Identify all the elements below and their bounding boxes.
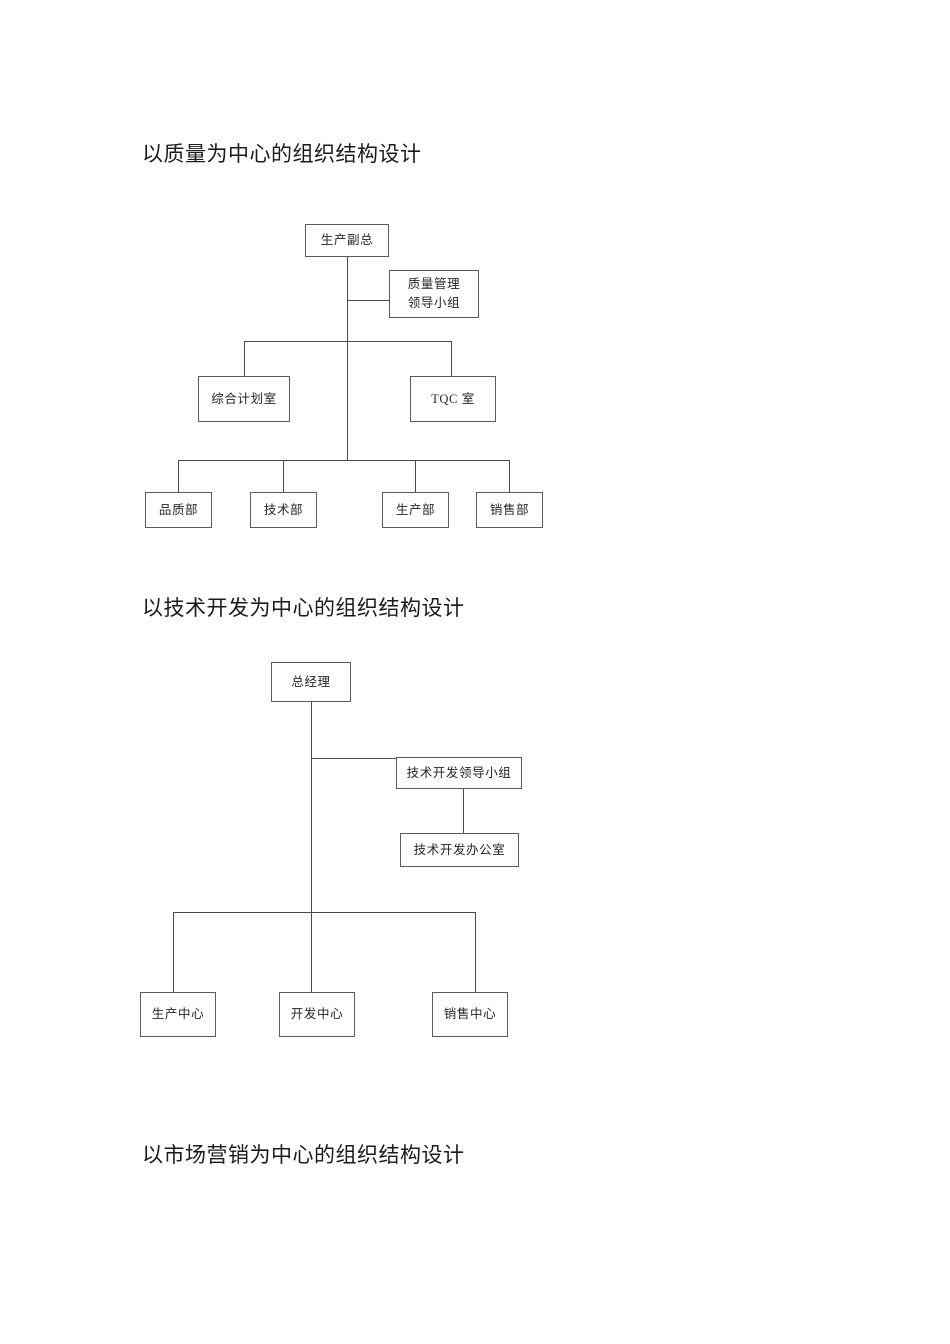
connector-bus-level2 [244, 341, 451, 342]
node-quality-department[interactable]: 品质部 [145, 492, 212, 528]
section-heading-marketing: 以市场营销为中心的组织结构设计 [142, 1144, 465, 1167]
connector-bus-centers [173, 912, 475, 913]
node-production-department[interactable]: 生产部 [382, 492, 449, 528]
connector-drop-development-center [311, 912, 312, 992]
section-heading-tech-development: 以技术开发为中心的组织结构设计 [142, 597, 465, 620]
node-production-center[interactable]: 生产中心 [140, 992, 216, 1037]
connector-drop-quality-dept [178, 460, 179, 492]
node-production-vp[interactable]: 生产副总 [305, 224, 389, 257]
org-chart-quality: 生产副总 质量管理 领导小组 综合计划室 TQC 室 品质部 技术部 生产部 销… [0, 0, 950, 560]
section-heading-quality: 以质量为中心的组织结构设计 [142, 143, 422, 166]
connector-drop-production-dept [415, 460, 416, 492]
connector-trunk-main [347, 257, 348, 460]
org-chart-tech-development: 总经理 技术开发领导小组 技术开发办公室 生产中心 开发中心 销售中心 [140, 662, 522, 1037]
connector-staff-tech-group [311, 758, 396, 759]
connector-bus-departments [178, 460, 509, 461]
node-tqc-office[interactable]: TQC 室 [410, 376, 496, 422]
node-comprehensive-planning-office[interactable]: 综合计划室 [198, 376, 290, 422]
connector-drop-tqc-office [451, 341, 452, 376]
node-development-center[interactable]: 开发中心 [279, 992, 355, 1037]
node-tech-development-leadership-group[interactable]: 技术开发领导小组 [396, 757, 522, 789]
connector-staff-quality-group [347, 300, 390, 301]
node-tech-development-office[interactable]: 技术开发办公室 [400, 833, 519, 867]
connector-drop-tech-dept [283, 460, 284, 492]
node-technology-department[interactable]: 技术部 [250, 492, 317, 528]
connector-trunk-main-2 [311, 702, 312, 912]
node-sales-center[interactable]: 销售中心 [432, 992, 508, 1037]
connector-tech-group-to-office [463, 789, 464, 833]
node-general-manager[interactable]: 总经理 [271, 662, 351, 702]
connector-drop-production-center [173, 912, 174, 992]
connector-drop-sales-center [475, 912, 476, 992]
connector-drop-plan-office [244, 341, 245, 376]
node-quality-management-group[interactable]: 质量管理 领导小组 [389, 270, 479, 318]
node-sales-department[interactable]: 销售部 [476, 492, 543, 528]
connector-drop-sales-dept [509, 460, 510, 492]
